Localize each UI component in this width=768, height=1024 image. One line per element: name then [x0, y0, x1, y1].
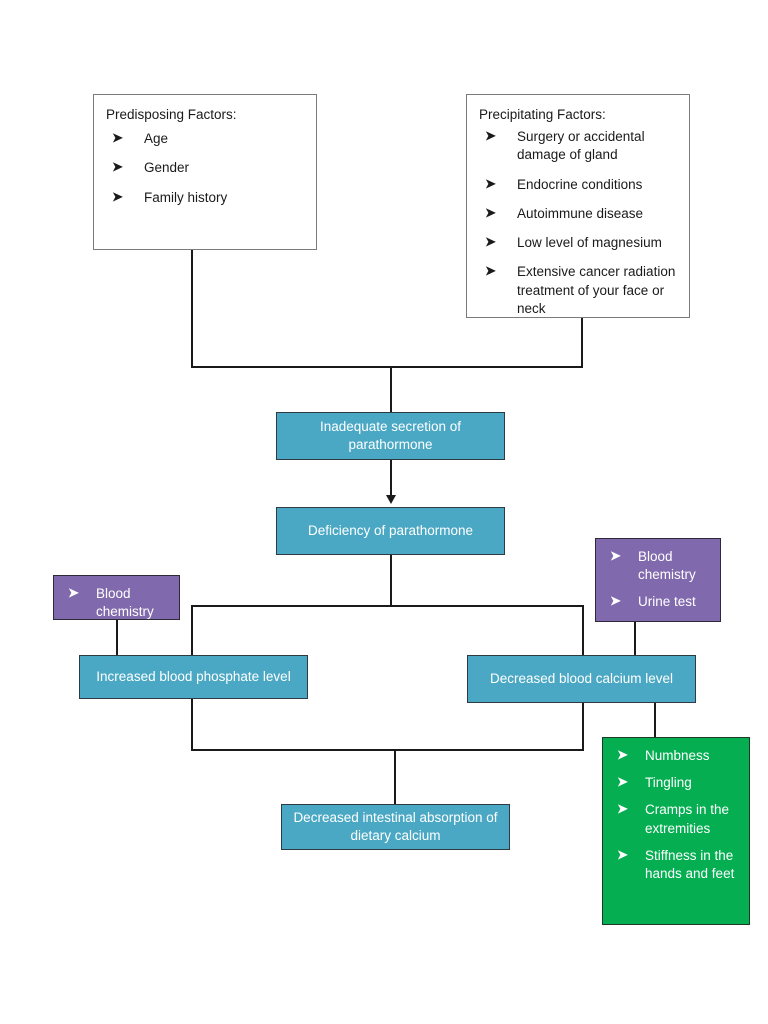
- list-item: ➤ Extensive cancer radiation treatment o…: [481, 263, 681, 318]
- list-item: ➤ Gender: [108, 159, 308, 177]
- list-item-label: Urine test: [638, 594, 696, 610]
- connector-merge-to-absorption: [394, 749, 396, 804]
- list-item-label: Blood chemistry: [96, 586, 154, 620]
- decreased-absorption-box: Decreased intestinal absorption of dieta…: [281, 804, 510, 850]
- arrow-bullet-icon: ➤: [617, 801, 628, 817]
- symptoms-list: ➤ Numbness ➤ Tingling ➤ Cramps in the ex…: [603, 738, 749, 898]
- connector-top-merge-horizontal: [191, 366, 583, 368]
- predisposing-factors-list: ➤ Age ➤ Gender ➤ Family history: [94, 126, 316, 211]
- list-item-label: Age: [144, 131, 169, 147]
- list-item-label: Numbness: [645, 748, 710, 763]
- increased-phosphate-label: Increased blood phosphate level: [96, 668, 291, 684]
- precipitating-factors-box: Precipitating Factors: ➤ Surgery or acci…: [466, 94, 690, 318]
- predisposing-factors-title: Predisposing Factors:: [106, 107, 237, 122]
- list-item: ➤ Tingling: [613, 774, 743, 792]
- list-item-label: Cramps in the extremities: [645, 802, 730, 836]
- arrow-bullet-icon: ➤: [617, 747, 628, 762]
- connector-inadequate-to-deficiency: [390, 460, 392, 498]
- symptoms-box: ➤ Numbness ➤ Tingling ➤ Cramps in the ex…: [602, 737, 750, 925]
- list-item-label: Surgery or accidental damage of gland: [517, 129, 645, 163]
- arrow-bullet-icon: ➤: [610, 593, 621, 609]
- connector-right-tests-to-calcium: [634, 622, 636, 656]
- connector-split-to-calcium: [582, 605, 584, 656]
- inadequate-secretion-label: Inadequate secretion of parathormone: [319, 418, 462, 452]
- list-item-label: Family history: [144, 189, 228, 205]
- connector-phosphate-down: [191, 699, 193, 750]
- list-item-label: Low level of magnesium: [517, 235, 662, 251]
- arrow-bullet-icon: ➤: [617, 774, 628, 790]
- connector-calcium-to-symptoms: [654, 703, 656, 737]
- arrow-bullet-icon: ➤: [485, 263, 496, 279]
- left-tests-box: ➤ Blood chemistry: [53, 575, 180, 620]
- connector-top-merge-to-inadequate: [390, 366, 392, 412]
- inadequate-secretion-box: Inadequate secretion of parathormone: [276, 412, 505, 460]
- arrow-bullet-icon: ➤: [112, 130, 123, 146]
- precipitating-factors-title: Precipitating Factors:: [479, 107, 606, 122]
- arrow-bullet-icon: ➤: [610, 548, 621, 563]
- connector-left-tests-to-phosphate: [116, 620, 118, 656]
- arrow-bullet-icon: ➤: [485, 204, 496, 220]
- list-item: ➤ Family history: [108, 189, 308, 207]
- list-item-label: Blood chemistry: [638, 549, 696, 583]
- list-item-label: Gender: [144, 160, 190, 176]
- list-item: ➤ Surgery or accidental damage of gland: [481, 128, 681, 164]
- list-item-label: Stiffness in the hands and feet: [645, 847, 735, 882]
- list-item: ➤ Stiffness in the hands and feet: [613, 847, 743, 883]
- list-item: ➤ Blood chemistry: [64, 585, 173, 621]
- list-item: ➤ Blood chemistry: [606, 548, 714, 584]
- arrow-bullet-icon: ➤: [68, 585, 79, 600]
- list-item-label: Endocrine conditions: [517, 176, 643, 192]
- precipitating-factors-list: ➤ Surgery or accidental damage of gland …: [467, 126, 689, 322]
- deficiency-box: Deficiency of parathormone: [276, 507, 505, 555]
- list-item: ➤ Low level of magnesium: [481, 234, 681, 252]
- decreased-calcium-label: Decreased blood calcium level: [489, 670, 674, 686]
- right-tests-list: ➤ Blood chemistry ➤ Urine test: [596, 539, 720, 627]
- arrow-bullet-icon: ➤: [112, 188, 123, 204]
- connector-split-horizontal: [191, 605, 584, 607]
- connector-split-to-phosphate: [191, 605, 193, 656]
- connector-deficiency-down: [390, 555, 392, 606]
- list-item-label: Autoimmune disease: [517, 205, 644, 221]
- list-item: ➤ Autoimmune disease: [481, 205, 681, 223]
- predisposing-factors-box: Predisposing Factors: ➤ Age ➤ Gender ➤ F…: [93, 94, 317, 250]
- arrow-bullet-icon: ➤: [485, 128, 496, 144]
- connector-predisposing-down: [191, 250, 193, 368]
- deficiency-label: Deficiency of parathormone: [307, 522, 474, 538]
- list-item: ➤ Numbness: [613, 747, 743, 765]
- arrow-bullet-icon: ➤: [617, 846, 628, 862]
- decreased-absorption-label: Decreased intestinal absorption of dieta…: [293, 809, 498, 843]
- left-tests-list: ➤ Blood chemistry: [54, 576, 179, 636]
- list-item-label: Tingling: [645, 775, 692, 791]
- list-item: ➤ Urine test: [606, 593, 714, 611]
- arrow-head-icon: [386, 495, 396, 504]
- list-item: ➤ Age: [108, 130, 308, 148]
- connector-precipitating-down: [581, 318, 583, 368]
- arrow-bullet-icon: ➤: [485, 234, 496, 250]
- list-item: ➤ Cramps in the extremities: [613, 801, 743, 837]
- connector-bottom-merge-horizontal: [191, 749, 584, 751]
- arrow-bullet-icon: ➤: [112, 159, 123, 175]
- right-tests-box: ➤ Blood chemistry ➤ Urine test: [595, 538, 721, 622]
- list-item-label: Extensive cancer radiation treatment of …: [517, 264, 676, 316]
- connector-calcium-down: [582, 703, 584, 750]
- decreased-calcium-box: Decreased blood calcium level: [467, 655, 696, 703]
- arrow-bullet-icon: ➤: [485, 175, 496, 191]
- increased-phosphate-box: Increased blood phosphate level: [79, 655, 308, 699]
- list-item: ➤ Endocrine conditions: [481, 176, 681, 194]
